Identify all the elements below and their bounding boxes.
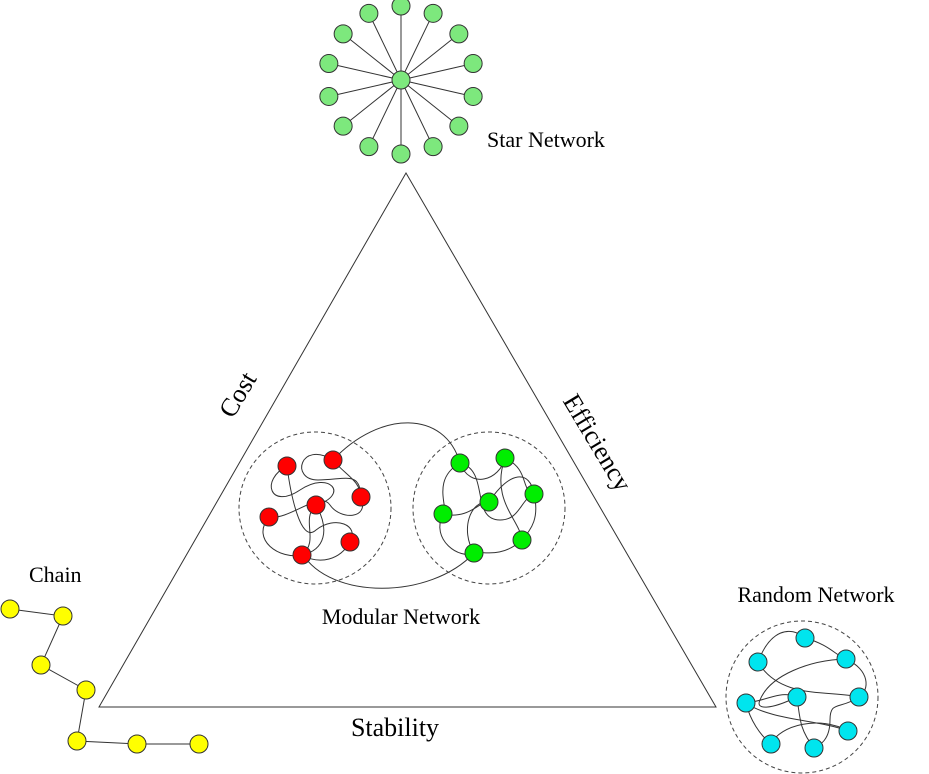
right-module-node (512, 530, 532, 550)
star-leaf-node (333, 24, 353, 44)
star-edge (328, 63, 402, 81)
chain-network (0, 599, 209, 754)
module-boundary-right (412, 431, 566, 585)
star-edge (342, 33, 402, 81)
modular-network (238, 422, 566, 589)
star-edge (400, 13, 434, 81)
star-leaf-node (391, 144, 411, 164)
star-leaf-node (319, 54, 339, 74)
star-leaf-node (449, 24, 469, 44)
right-module-node (479, 492, 499, 512)
random-network-node (748, 652, 768, 672)
star-edge (400, 79, 434, 147)
star-leaf-node (319, 86, 339, 106)
star-edge (400, 33, 460, 81)
star-edge (400, 63, 474, 81)
star-leaf-node (359, 137, 379, 157)
chain-node (189, 734, 209, 754)
chain-node (76, 680, 96, 700)
left-module-node (277, 456, 297, 476)
chain-node (67, 731, 87, 751)
right-module-node (450, 453, 470, 473)
star-leaf-node (333, 116, 353, 136)
random-network-node (838, 721, 858, 741)
star-edge (368, 13, 402, 81)
cost-label: Cost (213, 366, 263, 422)
module-boundary-left (238, 431, 392, 585)
star-hub-node (391, 70, 411, 90)
star-leaf-node (463, 86, 483, 106)
intermodule-link (301, 552, 475, 589)
random-network-label: Random Network (737, 582, 894, 607)
random-network (725, 620, 879, 774)
star-edge (368, 79, 402, 147)
chain-edges (9, 608, 199, 745)
random-network-node (804, 738, 824, 758)
random-network-node (795, 628, 815, 648)
star-leaf-node (423, 3, 443, 23)
random-network-boundary (725, 620, 879, 774)
star-leaf-node (449, 116, 469, 136)
random-network-node (787, 687, 807, 707)
star-leaf-node (463, 54, 483, 74)
star-leaf-node (423, 137, 443, 157)
star-edge (328, 79, 402, 97)
left-module-node (292, 545, 312, 565)
star-leaf-node (391, 0, 411, 16)
left-module-node (351, 487, 371, 507)
star-leaf-node (359, 3, 379, 23)
chain-node (31, 655, 51, 675)
right-module-node (524, 484, 544, 504)
star-edge (342, 79, 402, 127)
modular-network-label: Modular Network (322, 604, 480, 629)
left-module-node (259, 507, 279, 527)
efficiency-label: Efficiency (557, 389, 637, 496)
right-module-node (433, 504, 453, 524)
chain-node (127, 734, 147, 754)
right-module-node (495, 448, 515, 468)
random-network-node (849, 687, 869, 707)
intermodule-link (332, 422, 461, 464)
left-module-node (306, 495, 326, 515)
right-module-node (464, 543, 484, 563)
chain-label: Chain (29, 562, 82, 587)
stability-label: Stability (351, 713, 439, 742)
random-network-node (736, 693, 756, 713)
random-network-node (761, 734, 781, 754)
random-network-node (836, 649, 856, 669)
chain-node (53, 606, 73, 626)
star-network (319, 0, 483, 164)
tradeoff-triangle (98, 172, 717, 708)
star-edge (400, 79, 474, 97)
chain-node (0, 599, 20, 619)
left-module-node (323, 450, 343, 470)
star-network-label: Star Network (487, 127, 605, 152)
star-edge (400, 79, 460, 127)
left-module-node (340, 532, 360, 552)
